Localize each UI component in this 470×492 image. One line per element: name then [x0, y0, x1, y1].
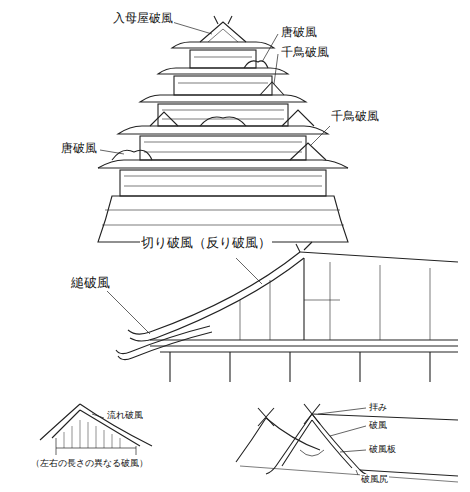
shrine-roof-drawing	[116, 242, 458, 382]
part-label: 縋破風	[70, 276, 111, 291]
castle-drawing	[98, 16, 348, 242]
nagare-gable-drawing	[40, 404, 152, 455]
part-label: 入母屋破風	[112, 12, 174, 26]
part-label: 拝み	[368, 402, 388, 412]
part-label: 唐破風	[60, 142, 98, 156]
caption-note: （左右の長さの異なる破風）	[30, 458, 149, 468]
part-label: 破風板	[368, 444, 397, 454]
part-label: 唐破風	[280, 26, 318, 40]
part-label: 破風尻	[360, 474, 389, 484]
part-label: 千鳥破風	[280, 46, 330, 60]
gable-detail-drawing	[236, 404, 458, 482]
part-label: 破風	[368, 420, 388, 430]
part-label: 切り破風（反り破風）	[140, 236, 272, 251]
part-label: 千鳥破風	[330, 110, 380, 124]
part-label: 流れ破風	[106, 410, 144, 420]
leader-lines	[100, 22, 330, 154]
